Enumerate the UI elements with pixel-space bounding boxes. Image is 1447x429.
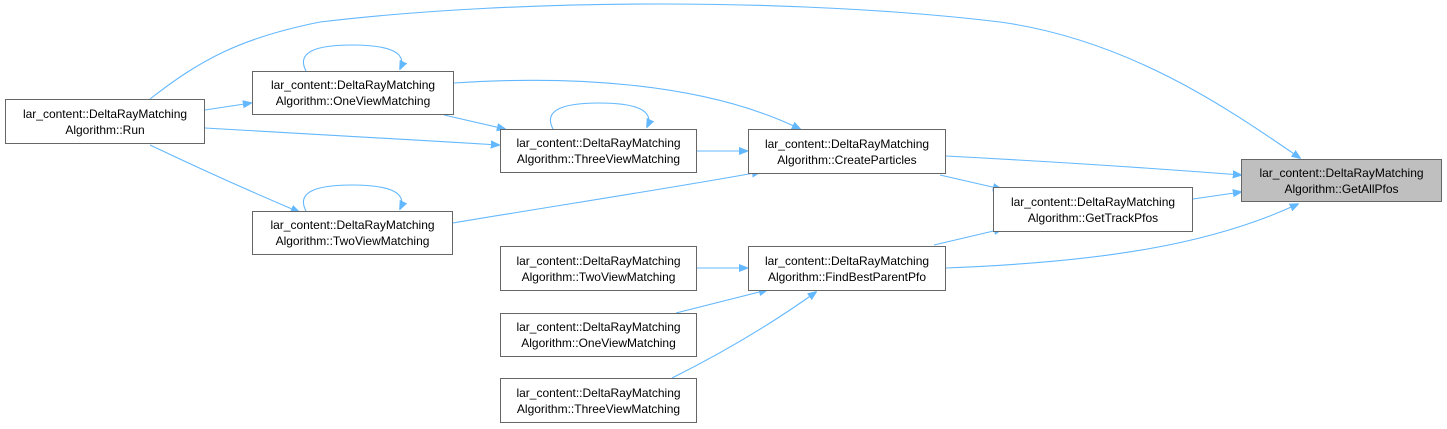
node-threeview-matching-a-line1: lar_content::DeltaRayMatching [516,136,681,150]
node-threeview-matching-b-line2: Algorithm::ThreeViewMatching [516,401,681,416]
edge-gettrackpfos-to-getallpfos [1192,192,1241,200]
node-twoview-matching-b-line1: lar_content::DeltaRayMatching [516,253,681,268]
edge-oneview-b-to-findbestparentpfo [675,290,767,314]
node-oneview-matching-a-line1: lar_content::DeltaRayMatching [270,78,436,92]
node-oneview-matching-b-line2: Algorithm::OneViewMatching [521,336,676,350]
node-createparticles-line1: lar_content::DeltaRayMatching [764,136,930,151]
node-createparticles[interactable]: lar_content::DeltaRayMatching Algorithm:… [748,129,946,174]
edge-oneview-a-to-threeview-a [443,114,505,129]
edge-run-to-twoview-a [149,144,299,212]
node-findbestparentpfo-line2: Algorithm::FindBestParentPfo [767,269,927,284]
node-twoview-matching-b-line2: Algorithm::TwoViewMatching [521,269,676,284]
node-findbestparentpfo-line1: lar_content::DeltaRayMatching [764,253,930,268]
node-threeview-matching-b-line1: lar_content::DeltaRayMatching [516,385,681,400]
node-threeview-matching-b[interactable]: lar_content::DeltaRayMatching Algorithm:… [500,378,697,423]
edge-threeview-b-to-findbestparentpfo [671,292,816,379]
node-oneview-matching-a-line2: Algorithm::OneViewMatching [275,94,431,108]
edge-oneview-a-to-createparticles [453,79,800,129]
edge-twoview-a-self [303,184,401,212]
edge-twoview-a-to-createparticles [452,172,760,224]
edge-findbestparentpfo-to-gettrackpfos [933,229,1002,246]
edge-createparticles-to-getallpfos [945,155,1241,175]
edge-findbestparentpfo-to-getallpfos [945,204,1298,269]
node-getallpfos: lar_content::DeltaRayMatching Algorithm:… [1241,159,1442,202]
edge-createparticles-to-gettrackpfos [939,174,1001,189]
edge-threeview-a-self [550,102,648,130]
node-twoview-matching-b[interactable]: lar_content::DeltaRayMatching Algorithm:… [500,246,697,291]
node-twoview-matching-a-line2: Algorithm::TwoViewMatching [275,234,430,248]
node-threeview-matching-a[interactable]: lar_content::DeltaRayMatching Algorithm:… [500,129,697,173]
edge-run-to-threeview-a [204,127,499,145]
edge-run-to-oneview-a [204,103,251,111]
node-run[interactable]: lar_content::DeltaRayMatching Algorithm:… [5,99,205,144]
node-threeview-matching-a-line2: Algorithm::ThreeViewMatching [516,152,681,166]
node-run-line1: lar_content::DeltaRayMatching [22,106,188,121]
edge-run-to-getallpfos [149,3,1300,158]
node-oneview-matching-a[interactable]: lar_content::DeltaRayMatching Algorithm:… [252,71,454,115]
node-createparticles-line2: Algorithm::CreateParticles [777,152,917,167]
node-oneview-matching-b-line1: lar_content::DeltaRayMatching [516,320,681,334]
node-getallpfos-line1: lar_content::DeltaRayMatching [1259,165,1424,180]
node-gettrackpfos-line2: Algorithm::GetTrackPfos [1027,210,1159,225]
node-twoview-matching-a-line1: lar_content::DeltaRayMatching [270,218,435,232]
node-findbestparentpfo[interactable]: lar_content::DeltaRayMatching Algorithm:… [748,246,946,291]
node-getallpfos-line2: Algorithm::GetAllPfos [1284,181,1399,196]
node-oneview-matching-b[interactable]: lar_content::DeltaRayMatching Algorithm:… [500,313,697,357]
edge-oneview-a-self [303,44,401,72]
node-run-line2: Algorithm::Run [65,122,145,137]
node-gettrackpfos-line1: lar_content::DeltaRayMatching [1010,194,1176,209]
node-gettrackpfos[interactable]: lar_content::DeltaRayMatching Algorithm:… [993,187,1193,232]
node-twoview-matching-a[interactable]: lar_content::DeltaRayMatching Algorithm:… [252,211,453,255]
